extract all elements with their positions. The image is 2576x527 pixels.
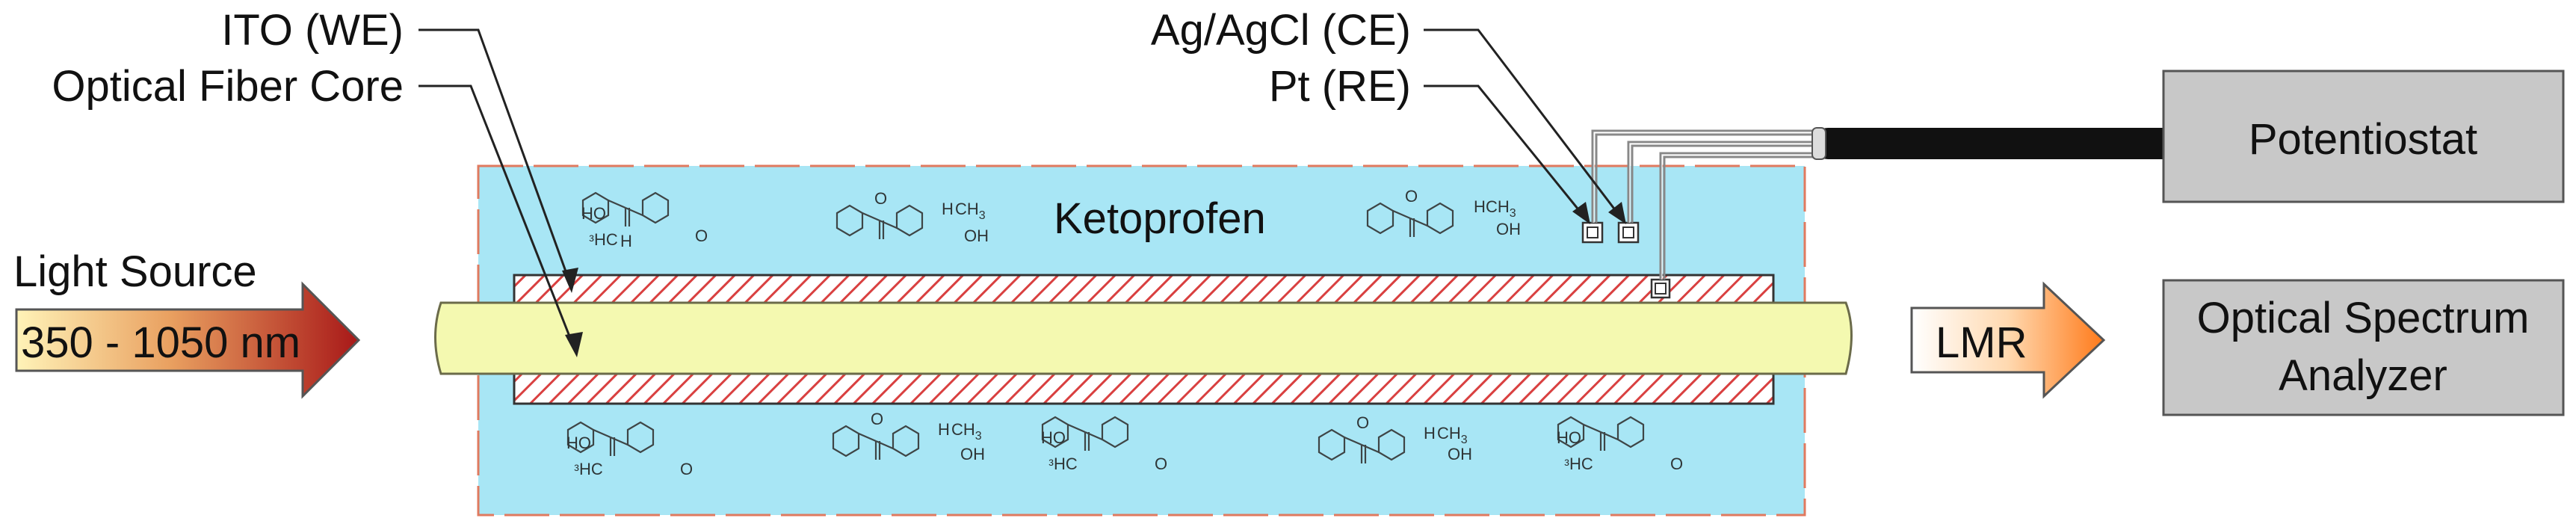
- svg-text:H: H: [938, 420, 950, 439]
- ag-agcl-label: Ag/AgCl (CE): [1151, 6, 1411, 55]
- svg-text:O: O: [1670, 454, 1683, 473]
- light-source-arrow: [15, 281, 361, 399]
- electrode-wires-inner: [1593, 132, 1816, 280]
- svg-text:HO: HO: [581, 204, 606, 223]
- ito-label: ITO (WE): [221, 6, 404, 55]
- callout-leaders-left: [418, 28, 577, 352]
- analyte-label: Ketoprofen: [1054, 194, 1266, 243]
- we-electrode-icon: [1650, 278, 1671, 299]
- svg-text:ᵌHC: ᵌHC: [1048, 454, 1078, 473]
- svg-text:O: O: [874, 189, 887, 208]
- lmr-label: LMR: [1936, 318, 2027, 367]
- svg-text:H: H: [1474, 197, 1486, 216]
- svg-text:HO: HO: [566, 434, 591, 452]
- svg-text:H: H: [620, 232, 632, 250]
- ketoprofen-molecule-icon: HO ᵌHC O: [1557, 416, 1683, 473]
- potentiostat-label: Potentiostat: [2249, 115, 2477, 164]
- wavelength-range-label: 350 - 1050 nm: [21, 318, 300, 367]
- svg-text:ᵌHC: ᵌHC: [574, 460, 603, 478]
- svg-text:ᵌHC: ᵌHC: [1564, 454, 1593, 473]
- svg-text:HO: HO: [1041, 428, 1066, 447]
- svg-text:OH: OH: [960, 445, 985, 463]
- svg-text:O: O: [680, 460, 693, 478]
- svg-text:HO: HO: [1557, 428, 1581, 447]
- svg-text:O: O: [1405, 187, 1418, 206]
- ce-electrode-icon: [1581, 221, 1604, 244]
- svg-text:O: O: [1155, 454, 1167, 473]
- ketoprofen-molecule-icon: HO ᵌHC O: [1041, 416, 1167, 473]
- svg-text:O: O: [871, 410, 883, 428]
- subscript-three: 3: [975, 430, 982, 443]
- callout-leaders-right: [1424, 28, 1625, 221]
- re-electrode-icon: [1617, 221, 1640, 244]
- electrode-wires: [1591, 129, 1816, 280]
- ketoprofen-molecule-icon: HO ᵌHC O: [566, 421, 693, 478]
- subscript-three: 3: [1461, 434, 1468, 446]
- potentiostat-cable: [1812, 128, 2208, 159]
- osa-box: [2162, 279, 2565, 416]
- subscript-three: 3: [979, 209, 986, 222]
- svg-text:H: H: [942, 200, 954, 218]
- ketoprofen-molecule-icon: HO ᵌHC H O: [581, 191, 708, 250]
- callout-arrowheads-right: [1572, 202, 1626, 224]
- light-source-label: Light Source: [13, 247, 257, 296]
- osa-label-line2: Analyzer: [2279, 351, 2447, 400]
- svg-text:H: H: [1424, 424, 1436, 443]
- svg-text:ᵌHC: ᵌHC: [589, 230, 618, 249]
- lmr-arrow: [1910, 281, 2106, 399]
- ketoprofen-molecule-icon: O H CH3 OH: [832, 410, 985, 463]
- fiber-core-label: Optical Fiber Core: [52, 62, 404, 111]
- callout-arrowheads-left: [562, 268, 583, 357]
- svg-text:OH: OH: [1496, 220, 1521, 238]
- svg-text:OH: OH: [1448, 445, 1472, 463]
- osa-label-line1: Optical Spectrum: [2197, 294, 2530, 342]
- svg-text:O: O: [695, 226, 708, 245]
- subscript-three: 3: [1510, 207, 1516, 220]
- svg-text:O: O: [1356, 413, 1369, 432]
- optical-fiber: [434, 301, 1853, 375]
- potentiostat-box: [2162, 70, 2565, 203]
- pt-label: Pt (RE): [1269, 62, 1411, 111]
- svg-text:OH: OH: [964, 226, 989, 245]
